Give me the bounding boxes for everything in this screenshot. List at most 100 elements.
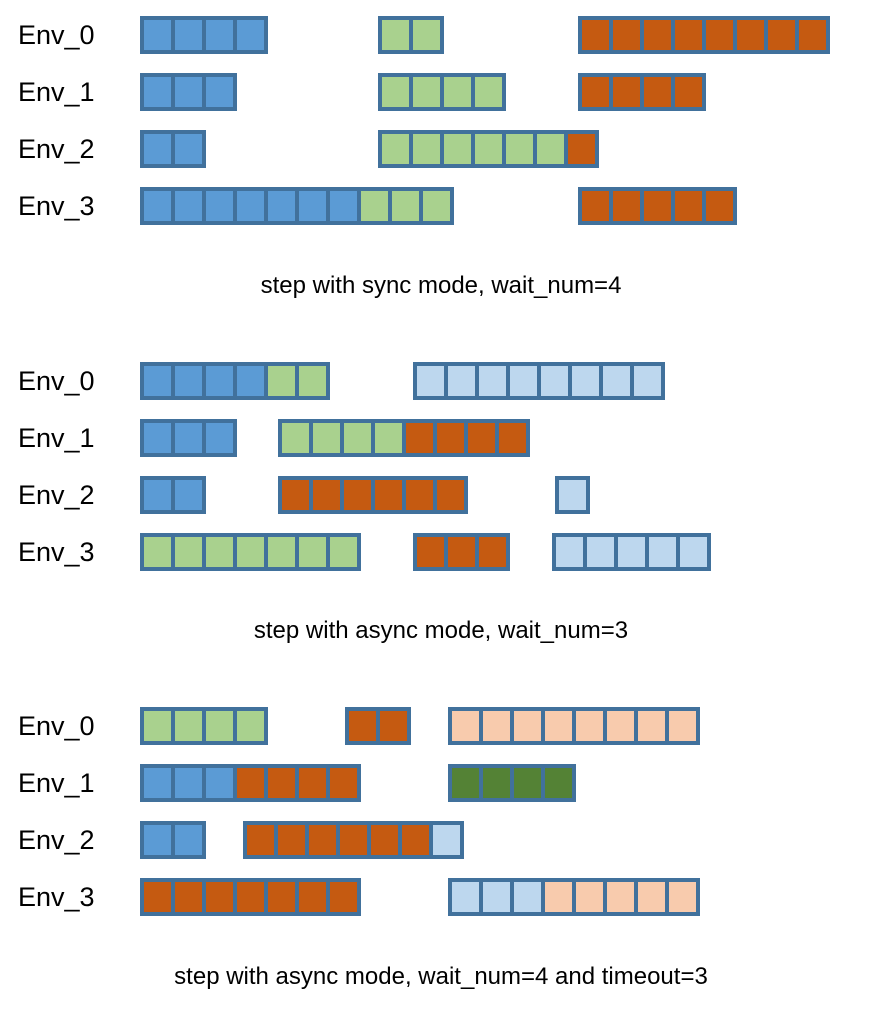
step-cell-orange xyxy=(568,134,595,164)
step-segment xyxy=(140,419,237,457)
step-segment xyxy=(448,878,700,916)
step-cell-green xyxy=(413,77,440,107)
step-cell-orange xyxy=(330,768,357,798)
step-cell-orange xyxy=(175,882,202,912)
step-segment xyxy=(140,533,361,571)
step-cell-green xyxy=(361,191,388,221)
step-cell-blue xyxy=(175,20,202,50)
step-cell-light-blue xyxy=(634,366,661,396)
step-cell-orange xyxy=(282,480,309,510)
panel-caption: step with sync mode, wait_num=4 xyxy=(260,272,622,299)
step-cell-green xyxy=(206,537,233,567)
step-cell-light-orange xyxy=(483,711,510,741)
env-row-label: Env_0 xyxy=(18,20,95,50)
step-cell-light-orange xyxy=(607,711,634,741)
step-cell-green xyxy=(392,191,419,221)
step-cell-orange xyxy=(737,20,764,50)
step-cell-dark-green xyxy=(452,768,479,798)
step-cell-green xyxy=(268,366,295,396)
env-row-label: Env_3 xyxy=(18,191,95,221)
step-cell-blue xyxy=(330,191,357,221)
step-cell-light-orange xyxy=(576,711,603,741)
step-cell-blue xyxy=(144,825,171,855)
step-segment xyxy=(448,707,700,745)
step-cell-light-blue xyxy=(479,366,506,396)
step-cell-light-orange xyxy=(452,711,479,741)
step-cell-light-blue xyxy=(483,882,510,912)
env-row-label: Env_1 xyxy=(18,77,95,107)
step-cell-green xyxy=(299,537,326,567)
step-cell-light-blue xyxy=(514,882,541,912)
step-cell-orange xyxy=(706,191,733,221)
step-segment xyxy=(278,419,530,457)
step-segment xyxy=(378,16,444,54)
step-cell-blue xyxy=(144,77,171,107)
step-segment xyxy=(140,187,454,225)
step-cell-light-orange xyxy=(545,882,572,912)
step-cell-orange xyxy=(371,825,398,855)
step-cell-blue xyxy=(144,134,171,164)
step-cell-orange xyxy=(344,480,371,510)
step-cell-orange xyxy=(406,480,433,510)
step-cell-blue xyxy=(175,480,202,510)
env-row: Env_0 xyxy=(0,703,882,749)
step-cell-orange xyxy=(613,20,640,50)
step-cell-orange xyxy=(499,423,526,453)
step-cell-blue xyxy=(175,768,202,798)
step-cell-green xyxy=(175,537,202,567)
step-cell-orange xyxy=(402,825,429,855)
env-row-label: Env_3 xyxy=(18,537,95,567)
step-cell-green xyxy=(268,537,295,567)
step-cell-light-orange xyxy=(576,882,603,912)
step-cell-orange xyxy=(468,423,495,453)
step-cell-light-orange xyxy=(669,711,696,741)
step-cell-blue xyxy=(206,768,233,798)
step-cell-orange xyxy=(437,423,464,453)
step-cell-light-blue xyxy=(559,480,586,510)
step-cell-green xyxy=(344,423,371,453)
step-cell-blue xyxy=(144,20,171,50)
step-cell-green xyxy=(330,537,357,567)
step-cell-orange xyxy=(582,20,609,50)
env-row: Env_2 xyxy=(0,817,882,863)
step-segment xyxy=(378,73,506,111)
env-row: Env_2 xyxy=(0,126,882,172)
step-segment xyxy=(378,130,599,168)
step-cell-orange xyxy=(144,882,171,912)
step-cell-green xyxy=(444,77,471,107)
step-segment xyxy=(578,73,706,111)
env-row-label: Env_2 xyxy=(18,825,95,855)
step-cell-blue xyxy=(175,366,202,396)
step-cell-orange xyxy=(237,882,264,912)
step-cell-green xyxy=(175,711,202,741)
step-cell-green xyxy=(144,711,171,741)
step-cell-orange xyxy=(268,768,295,798)
step-cell-green xyxy=(282,423,309,453)
step-cell-blue xyxy=(175,77,202,107)
step-cell-blue xyxy=(175,191,202,221)
env-row-label: Env_1 xyxy=(18,423,95,453)
env-row: Env_0 xyxy=(0,12,882,58)
step-cell-blue xyxy=(144,423,171,453)
step-segment xyxy=(413,362,665,400)
panel-caption: step with async mode, wait_num=3 xyxy=(253,617,629,644)
step-cell-light-orange xyxy=(607,882,634,912)
env-row: Env_3 xyxy=(0,874,882,920)
step-segment xyxy=(140,130,206,168)
step-cell-orange xyxy=(768,20,795,50)
step-cell-orange xyxy=(247,825,274,855)
step-cell-blue xyxy=(175,825,202,855)
step-cell-orange xyxy=(799,20,826,50)
step-segment xyxy=(243,821,464,859)
step-segment xyxy=(448,764,576,802)
step-segment xyxy=(345,707,411,745)
step-cell-green xyxy=(444,134,471,164)
step-cell-blue xyxy=(237,191,264,221)
step-cell-light-blue xyxy=(541,366,568,396)
step-cell-orange xyxy=(268,882,295,912)
step-cell-dark-green xyxy=(514,768,541,798)
step-cell-blue xyxy=(206,20,233,50)
env-row-label: Env_2 xyxy=(18,480,95,510)
step-cell-orange xyxy=(278,825,305,855)
step-cell-blue xyxy=(206,77,233,107)
